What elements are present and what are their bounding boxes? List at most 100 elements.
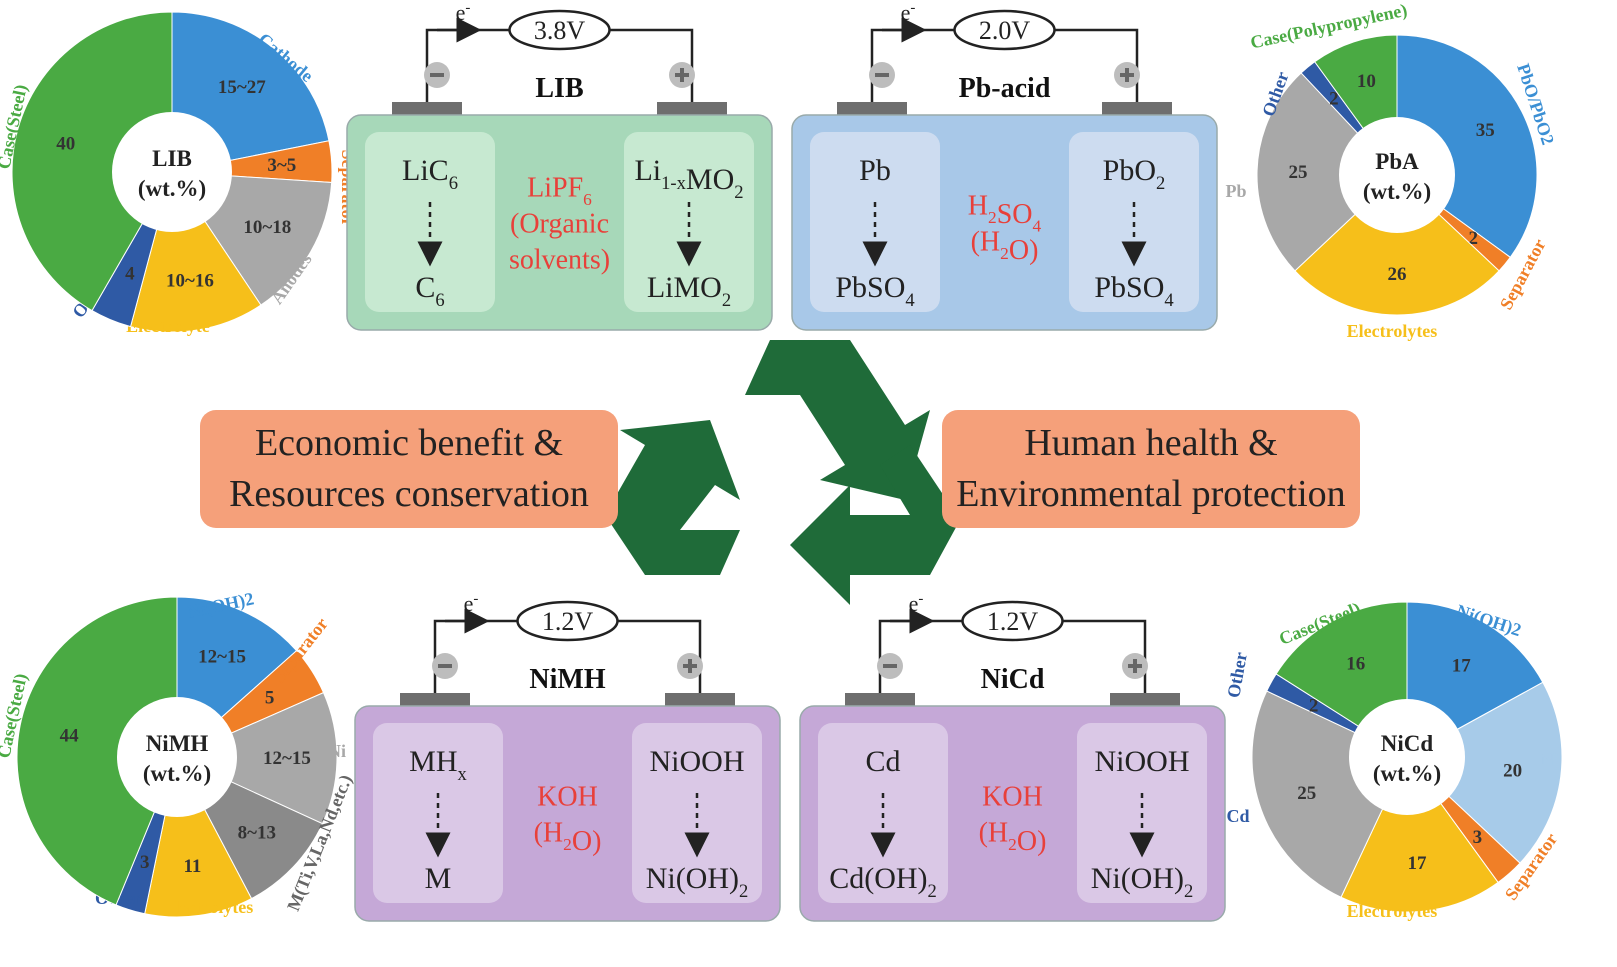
slice-value-label: 5 [265, 688, 275, 709]
slice-value-label: 11 [183, 856, 201, 877]
plus-icon-cross [1128, 659, 1142, 673]
product-label: M [425, 862, 452, 895]
slice-value-label: 35 [1476, 120, 1495, 141]
slice-value-label: 2 [1329, 89, 1339, 110]
minus-icon-bar [875, 73, 889, 77]
reactant-label: Li1-xMO2 [634, 154, 743, 203]
economic-benefit-callout: Economic benefit & Resources conservatio… [200, 410, 618, 528]
plus-icon-cross [1120, 68, 1134, 82]
pie-slice-pb [1256, 72, 1398, 272]
voltage-label: 2.0V [979, 16, 1031, 45]
slice-name-label: Cd [1226, 806, 1249, 826]
slice-name-label: Pb [1225, 181, 1246, 201]
electrolyte-label: H2SO4 [968, 191, 1042, 236]
slice-value-label: 2 [1309, 696, 1319, 717]
reactant-label: MHx [409, 745, 467, 785]
callout-line: Human health & [1024, 421, 1278, 464]
electrolyte-label: (H2O) [979, 818, 1047, 857]
slice-value-label: 25 [1297, 783, 1316, 804]
minus-icon-bar [883, 664, 897, 668]
reactant-label: LiC6 [402, 154, 458, 194]
battery-name: Pb-acid [959, 73, 1051, 104]
slice-value-label: 8~13 [238, 823, 276, 844]
negative-terminal [845, 693, 915, 706]
voltmeter [961, 600, 1064, 642]
slice-value-label: 25 [1289, 162, 1308, 183]
product-label: LiMO2 [647, 271, 731, 311]
slice-value-label: 12~15 [263, 748, 311, 769]
positive-terminal [1110, 693, 1180, 706]
electron-label: e- [456, 0, 471, 25]
slice-name-label: Other [1223, 651, 1251, 700]
positive-terminal [1102, 102, 1172, 115]
pie-slice-ni [1406, 681, 1563, 864]
voltmeter [953, 9, 1056, 51]
voltage-label: 1.2V [987, 607, 1039, 636]
pie-slice-electrolytes [1294, 174, 1500, 316]
product-label: Ni(OH)2 [1091, 862, 1194, 902]
pie-center-title: LIB [152, 146, 192, 171]
reactant-label: Pb [859, 154, 891, 187]
battery-name: LIB [535, 73, 583, 104]
slice-value-label: 17 [1408, 853, 1428, 874]
slice-value-label: 3 [140, 852, 150, 873]
product-label: PbSO4 [1094, 271, 1173, 311]
pie-center-hole [1349, 699, 1465, 815]
callout-line: Environmental protection [956, 473, 1346, 515]
composition-pie-charts: 15~27Cathode3~5Separator10~18Anodes10~16… [0, 0, 1563, 921]
battery-lib: e-3.8VLIBLiC6C6Li1-xMO2LiMO2LiPF6(Organi… [346, 0, 773, 331]
pie-center-title: NiCd [1381, 731, 1434, 756]
slice-value-label: 16 [1346, 654, 1365, 675]
pie-center-unit: (wt.%) [138, 176, 206, 201]
electron-label: e- [909, 591, 924, 616]
pie-slice-case-steel [11, 11, 173, 312]
voltage-label: 1.2V [542, 607, 594, 636]
product-label: Ni(OH)2 [646, 862, 749, 902]
slice-value-label: 2 [1469, 228, 1479, 249]
battery-cells: e-3.8VLIBLiC6C6Li1-xMO2LiMO2LiPF6(Organi… [346, 0, 1226, 922]
voltmeter [516, 600, 619, 642]
slice-value-label: 3~5 [267, 155, 296, 176]
pie-center-hole [112, 112, 232, 232]
slice-name-label: Electrolytes [1347, 321, 1438, 341]
electron-label: e- [901, 0, 916, 25]
slice-value-label: 20 [1503, 760, 1522, 781]
plus-icon-cross [683, 659, 697, 673]
battery-name: NiMH [529, 664, 605, 695]
human-health-callout: Human health & Environmental protection [942, 410, 1360, 528]
slice-value-label: 10~16 [166, 271, 214, 292]
reactant-label: PbO2 [1103, 154, 1166, 194]
minus-icon-bar [430, 73, 444, 77]
slice-value-label: 15~27 [218, 77, 266, 98]
slice-value-label: 26 [1388, 264, 1407, 285]
slice-value-label: 10~18 [243, 217, 291, 238]
pie-slice-electrolytes [1340, 756, 1499, 913]
pie-lib: 15~27Cathode3~5Separator10~18Anodes10~16… [0, 11, 358, 336]
pie-slice-ni [175, 691, 338, 825]
pie-slice-pbo-pbo2 [1396, 34, 1538, 258]
pie-slice-case-steel [16, 596, 178, 906]
product-label: Cd(OH)2 [829, 862, 937, 902]
voltmeter [508, 9, 611, 51]
slice-name-label: Ni [328, 741, 346, 761]
electrolyte-label: KOH [982, 782, 1043, 813]
recycle-icon [605, 340, 960, 605]
negative-terminal [837, 102, 907, 115]
pie-center-unit: (wt.%) [1363, 179, 1431, 204]
electrolyte-label: KOH [537, 782, 598, 813]
slice-value-label: 3 [1473, 827, 1483, 848]
negative-terminal [400, 693, 470, 706]
slice-value-label: 12~15 [198, 647, 246, 668]
slice-value-label: 44 [60, 726, 80, 747]
pie-center-title: PbA [1375, 149, 1419, 174]
positive-terminal [657, 102, 727, 115]
electron-label: e- [464, 591, 479, 616]
slice-name-label: Ni [1541, 749, 1559, 769]
